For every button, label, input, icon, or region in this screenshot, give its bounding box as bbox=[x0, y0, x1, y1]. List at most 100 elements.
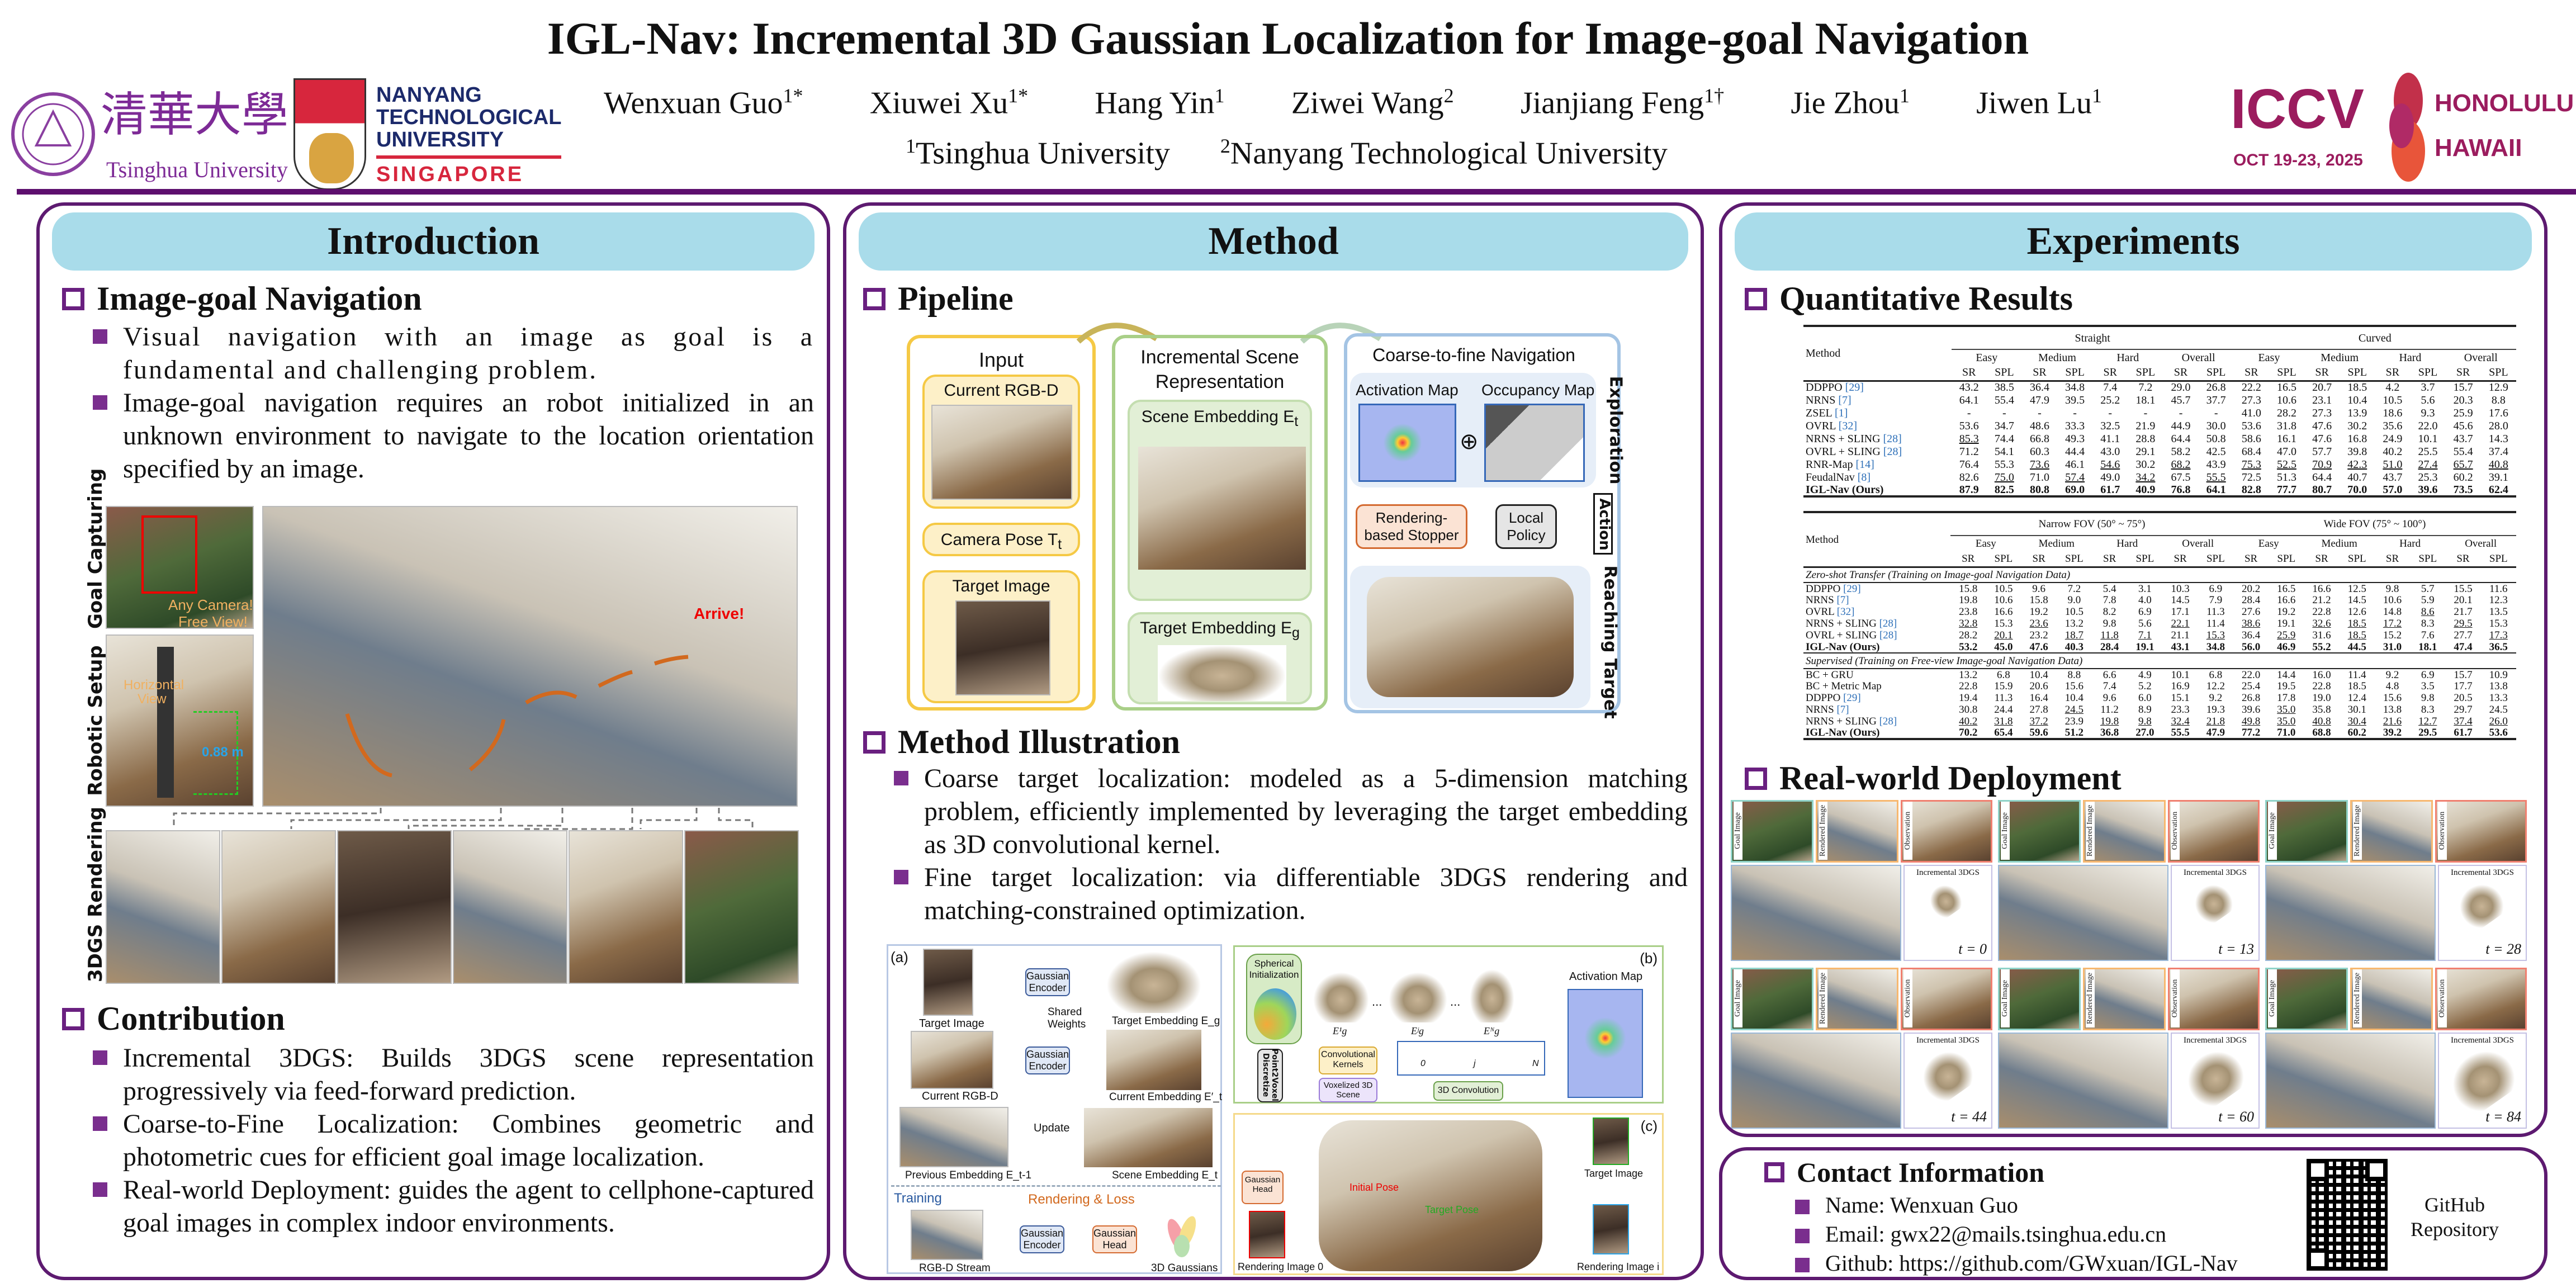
value-cell: 16.5 bbox=[2276, 381, 2296, 394]
target-image-c-label: Target Image bbox=[1584, 1168, 1644, 1179]
author-affiliation-mark: 1† bbox=[1704, 84, 1725, 107]
kernel-j-label: j bbox=[1474, 1059, 1476, 1068]
image-type-label: Observation bbox=[1903, 802, 1912, 860]
citation-ref: [14] bbox=[1855, 458, 1874, 471]
metric-header: SR bbox=[2032, 552, 2045, 565]
value-cell: 10.6 bbox=[2276, 394, 2296, 406]
value-cell: 22.8 bbox=[2312, 680, 2331, 692]
affiliation-mark: 2 bbox=[1220, 135, 1230, 157]
rendering-tile bbox=[106, 830, 220, 984]
rendering-loss-label: Rendering & Loss bbox=[1028, 1192, 1135, 1207]
value-cell: 20.1 bbox=[2454, 594, 2473, 606]
value-cell: 25.5 bbox=[2418, 445, 2438, 458]
observation-image: Observation bbox=[2435, 968, 2527, 1030]
value-cell: 51.2 bbox=[2064, 727, 2084, 738]
metric-header: SPL bbox=[2277, 552, 2296, 565]
value-cell: 22.8 bbox=[2312, 606, 2331, 618]
value-cell: 29.5 bbox=[2418, 727, 2437, 738]
value-cell: 70.9 bbox=[2312, 458, 2332, 471]
contact-github[interactable]: Github: https://github.com/GWxuan/IGL-Na… bbox=[1795, 1249, 2298, 1277]
value-cell: 28.4 bbox=[2100, 641, 2119, 653]
value-cell: 39.2 bbox=[2383, 727, 2402, 738]
value-cell: 53.6 bbox=[2241, 419, 2261, 432]
iccv-place-2: HAWAII bbox=[2435, 134, 2522, 162]
height-marker bbox=[193, 711, 238, 795]
method-cell: NRNS + SLING [28] bbox=[1803, 716, 1950, 727]
contact-name: Name: Wenxuan Guo bbox=[1795, 1191, 2298, 1220]
value-cell: 42.5 bbox=[2206, 445, 2226, 458]
point2voxel-box: Point2Voxel Discretize bbox=[1257, 1049, 1283, 1102]
github-qr-code[interactable] bbox=[2307, 1159, 2388, 1271]
local-policy-box: Local Policy bbox=[1495, 504, 1557, 549]
initial-pose-label: Initial Pose bbox=[1349, 1182, 1399, 1193]
rendered-image: Rendered Image bbox=[1816, 968, 1898, 1030]
value-cell: 12.3 bbox=[2489, 594, 2508, 606]
author-name: Xiuwei Xu bbox=[869, 86, 1008, 121]
timestep-label: t = 28 bbox=[2485, 941, 2521, 957]
gaussian-head-box: Gaussian Head bbox=[1092, 1225, 1137, 1253]
image-type-label: Goal Image bbox=[1734, 969, 1742, 1027]
value-cell: 7.6 bbox=[2421, 629, 2435, 641]
timestep-label: t = 84 bbox=[2485, 1109, 2521, 1125]
value-cell: 7.8 bbox=[2103, 594, 2116, 606]
robot-trajectory-arrows bbox=[345, 655, 689, 778]
author: Xiuwei Xu1* bbox=[870, 84, 1028, 121]
method-name: IGL-Nav (Ours) bbox=[1806, 641, 1880, 653]
metric-header: SPL bbox=[1994, 552, 2013, 565]
rendering-tile bbox=[337, 830, 452, 984]
row-label-goal-capturing: Goal Capturing bbox=[84, 468, 107, 629]
method-name: RNR-Map bbox=[1806, 458, 1853, 471]
method-cell: OVRL [32] bbox=[1803, 419, 1952, 432]
image-type-label: Goal Image bbox=[2001, 802, 2010, 860]
value-cell: 15.3 bbox=[1994, 618, 2013, 629]
timestep-label: t = 0 bbox=[1958, 941, 1987, 957]
contact-email[interactable]: Email: gwx22@mails.tsinghua.edu.cn bbox=[1795, 1220, 2298, 1249]
image-type-label: Rendered Image bbox=[2086, 969, 2095, 1027]
value-cell: 8.8 bbox=[2491, 394, 2506, 406]
observation-image: Observation bbox=[2168, 800, 2260, 863]
value-cell: 22.0 bbox=[2241, 669, 2261, 681]
gaussian-head-label: Gaussian Head bbox=[1244, 1175, 1281, 1194]
method-cell: DDPPO [29] bbox=[1803, 381, 1952, 394]
value-cell: 13.5 bbox=[2489, 606, 2508, 618]
section-real-world-deployment: Real-world Deployment bbox=[1745, 759, 2122, 798]
method-cell: ZSEL [1] bbox=[1803, 406, 1952, 419]
panel-a-label: (a) bbox=[891, 949, 908, 965]
value-cell: 40.8 bbox=[2488, 458, 2508, 471]
value-cell: 68.8 bbox=[2312, 727, 2331, 738]
rgbd-stream-images bbox=[911, 1210, 983, 1260]
update-label: Update bbox=[1034, 1122, 1070, 1134]
value-cell: 12.4 bbox=[2347, 692, 2366, 704]
citation-ref: [32] bbox=[1838, 419, 1858, 432]
rotated-embedding-j bbox=[1389, 972, 1447, 1022]
value-cell: 55.4 bbox=[2453, 445, 2473, 458]
value-cell: 15.8 bbox=[2029, 594, 2048, 606]
input-column: Input Current RGB-D Camera Pose Tt Targe… bbox=[907, 335, 1096, 711]
metric-header: SPL bbox=[2206, 366, 2226, 379]
affiliation-name: Tsinghua University bbox=[916, 136, 1170, 171]
incremental-title: Incremental Scene Representation bbox=[1140, 347, 1299, 392]
plus-icon: ⊕ bbox=[1460, 429, 1479, 454]
rendering-stopper-box: Rendering-based Stopper bbox=[1356, 504, 1467, 549]
value-cell: 7.2 bbox=[2067, 583, 2081, 595]
value-cell: 8.3 bbox=[2421, 618, 2435, 629]
section-contribution: Contribution bbox=[62, 1000, 285, 1038]
value-cell: 49.0 bbox=[2100, 471, 2120, 484]
checkbox-square-icon bbox=[1745, 287, 1767, 310]
value-cell: 55.5 bbox=[2171, 727, 2190, 738]
value-cell: 27.4 bbox=[2418, 458, 2438, 471]
current-rgbd-image bbox=[931, 405, 1072, 500]
value-cell: 49.3 bbox=[2065, 432, 2085, 445]
3d-convolution-label: 3D Convolution bbox=[1437, 1086, 1499, 1095]
value-cell: - bbox=[2002, 406, 2006, 419]
metric-header: SR bbox=[2385, 552, 2399, 565]
input-title: Input bbox=[978, 348, 1024, 371]
value-cell: 64.4 bbox=[2171, 432, 2191, 445]
gaussian-encoder-label: Gaussian Encoder bbox=[1026, 1049, 1069, 1072]
author-name: Ziwei Wang bbox=[1291, 86, 1444, 121]
value-cell: 5.9 bbox=[2421, 594, 2435, 606]
metric-header: SR bbox=[2456, 366, 2470, 379]
